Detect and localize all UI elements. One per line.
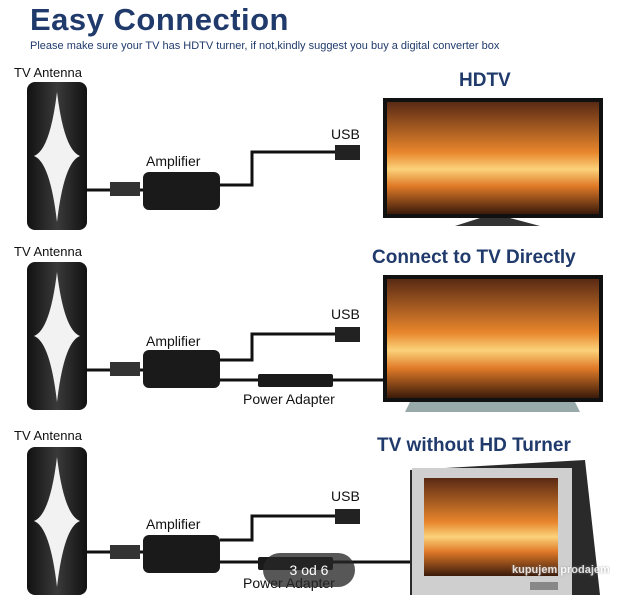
amplifier-label-3: Amplifier [146, 516, 201, 532]
page-title: Easy Connection [30, 2, 289, 37]
amplifier-3 [143, 535, 220, 573]
power-adapter-label-2: Power Adapter [243, 391, 335, 407]
usb-plug-1 [335, 145, 360, 160]
image-pager-counter[interactable]: 3 od 6 [263, 553, 355, 587]
usb-plug-3 [335, 509, 360, 524]
amplifier-2 [143, 350, 220, 388]
usb-label-2: USB [331, 306, 360, 322]
power-adapter-2 [258, 374, 333, 387]
amplifier-label-2: Amplifier [146, 333, 201, 349]
usb-plug-2 [335, 327, 360, 342]
section-title-1: HDTV [459, 70, 511, 91]
edge-strip [610, 0, 622, 603]
antenna-3 [27, 447, 87, 595]
section-title-2: Connect to TV Directly [372, 247, 576, 268]
amplifier-label-1: Amplifier [146, 153, 201, 169]
page-subtitle: Please make sure your TV has HDTV turner… [30, 40, 500, 52]
amplifier-1 [143, 172, 220, 210]
antenna-1 [27, 82, 87, 230]
coax-connector-3 [110, 545, 140, 559]
antenna-2 [27, 262, 87, 410]
section-title-3: TV without HD Turner [377, 435, 571, 456]
hdtv-1 [383, 98, 603, 226]
antenna-label-3: TV Antenna [14, 428, 82, 443]
crt-tv-3 [410, 460, 600, 595]
usb-label-3: USB [331, 488, 360, 504]
usb-label-1: USB [331, 126, 360, 142]
coax-connector-1 [110, 182, 140, 196]
coax-connector-2 [110, 362, 140, 376]
tv-2 [383, 275, 603, 412]
antenna-label-2: TV Antenna [14, 244, 82, 259]
antenna-label-1: TV Antenna [14, 65, 82, 80]
watermark-logo: kupujem prodajem [512, 564, 610, 576]
